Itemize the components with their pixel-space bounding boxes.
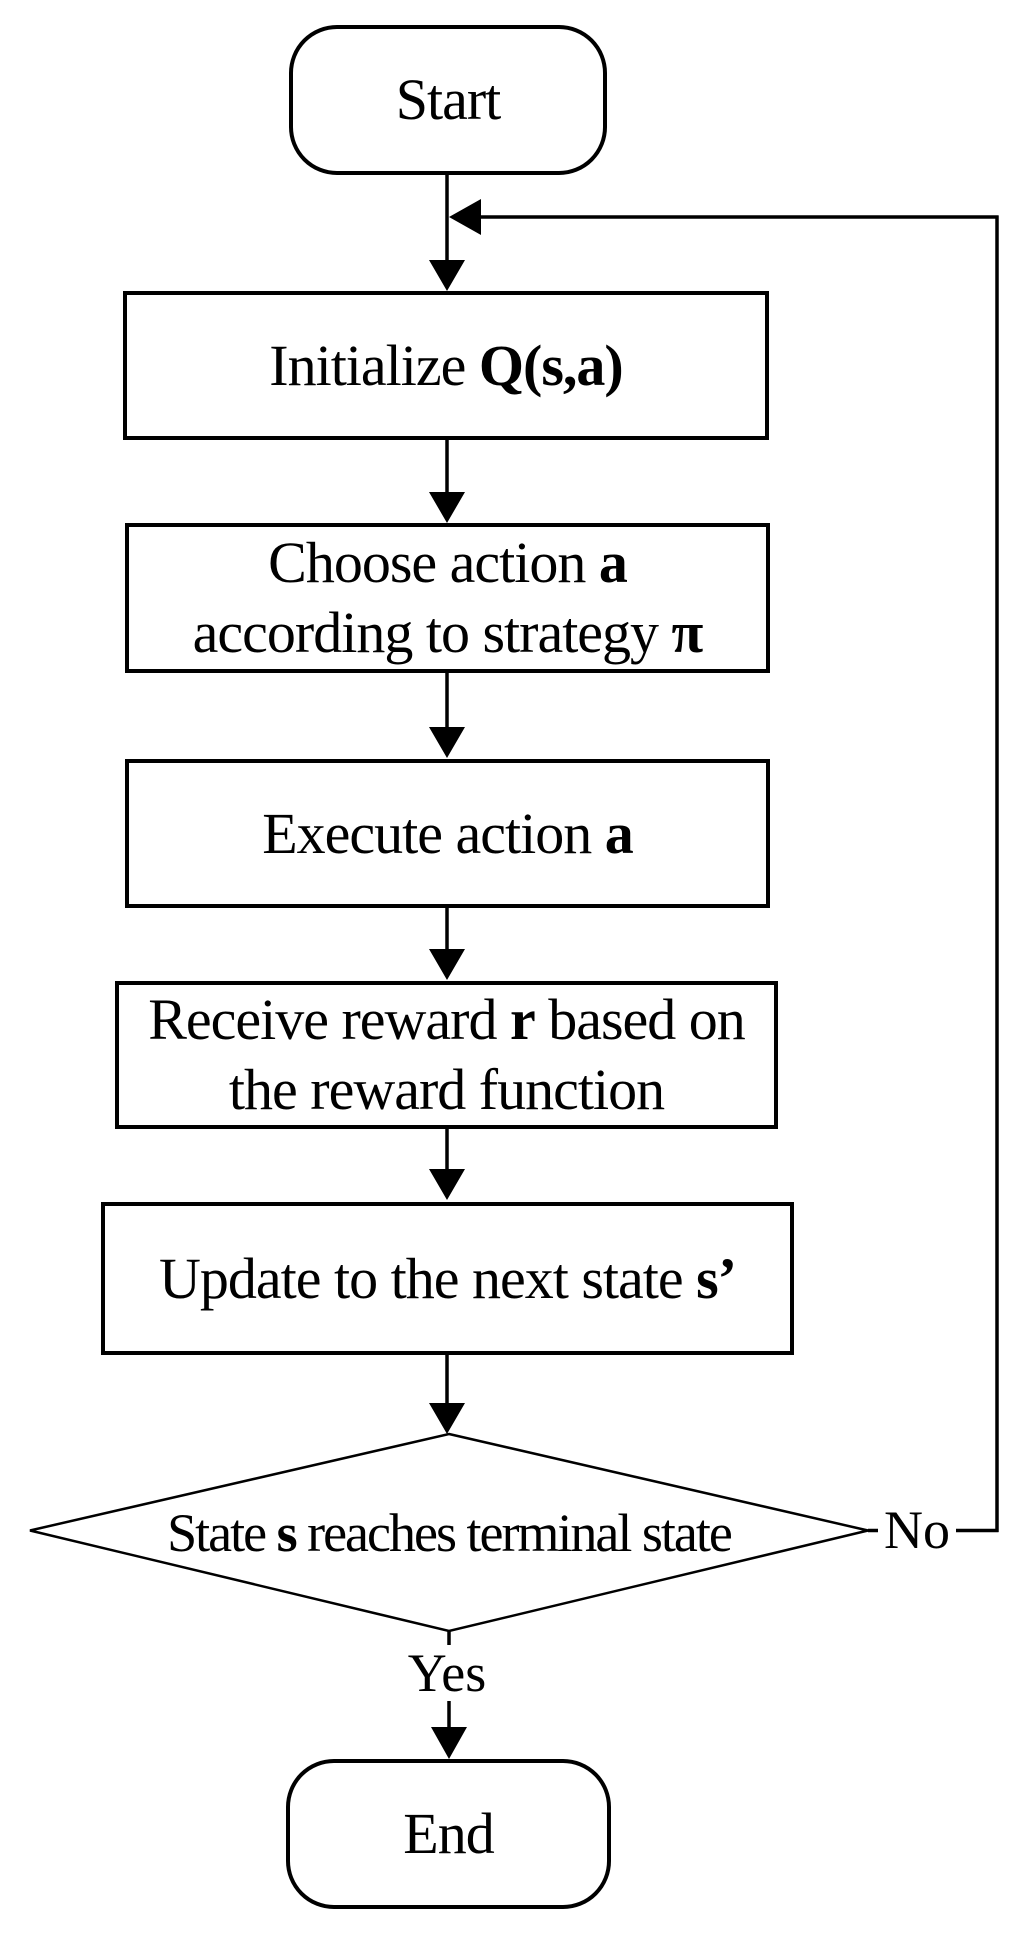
edge-label-yes: Yes	[401, 1645, 493, 1701]
node-choose-action: Choose action a according to strategy π	[125, 523, 770, 673]
node-end-label: End	[403, 1801, 494, 1866]
node-decision-terminal-state: State s reaches terminal state	[30, 1434, 868, 1631]
node-execute-action: Execute action a	[125, 759, 770, 908]
arrowhead-down-icon	[429, 1169, 465, 1200]
node-initialize-label: Initialize Q(s,a)	[269, 332, 623, 398]
node-initialize: Initialize Q(s,a)	[123, 291, 769, 440]
arrowhead-down-icon	[429, 260, 465, 291]
arrowhead-down-icon	[429, 727, 465, 758]
node-receive-reward: Receive reward r based on the reward fun…	[115, 981, 778, 1129]
node-receive-reward-label: Receive reward r based on the reward fun…	[148, 987, 746, 1122]
node-end: End	[286, 1759, 611, 1909]
arrowhead-down-icon	[429, 1403, 465, 1434]
arrowhead-down-icon	[431, 1727, 467, 1759]
arrowhead-left-icon	[449, 199, 481, 235]
node-update-state: Update to the next state s’	[101, 1202, 794, 1355]
node-choose-action-label: Choose action a according to strategy π	[192, 530, 704, 665]
node-start: Start	[289, 25, 607, 175]
node-execute-action-label: Execute action a	[262, 800, 634, 866]
arrowhead-down-icon	[429, 949, 465, 980]
edge-label-no: No	[878, 1502, 956, 1558]
node-start-label: Start	[395, 67, 502, 132]
node-decision-label: State s reaches terminal state	[167, 1502, 733, 1563]
arrowhead-down-icon	[429, 492, 465, 523]
node-update-state-label: Update to the next state s’	[159, 1245, 737, 1311]
